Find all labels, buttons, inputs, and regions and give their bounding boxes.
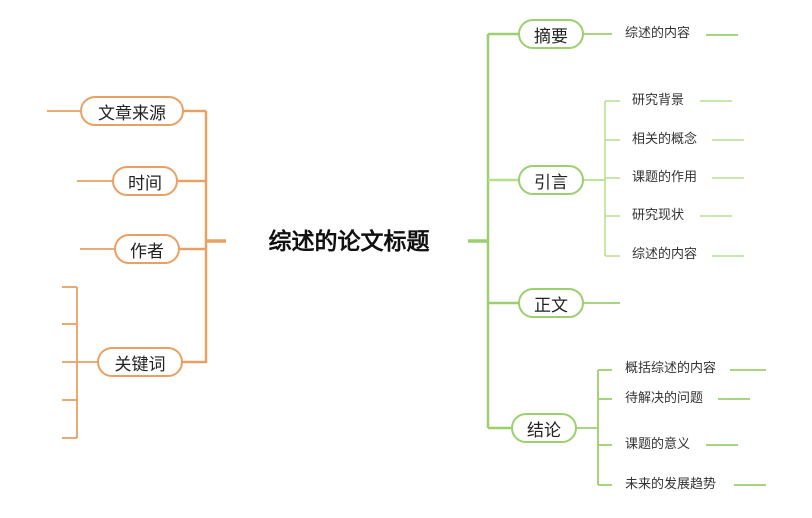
node-article-source[interactable]: 文章来源 [80, 96, 184, 126]
leaf-future-trends: 未来的发展趋势 [625, 477, 717, 492]
leaf-related-concepts: 相关的概念 [632, 132, 698, 147]
node-introduction[interactable]: 引言 [518, 165, 584, 195]
leaf-topic-role: 课题的作用 [632, 170, 698, 185]
leaf-research-status: 研究现状 [632, 208, 685, 223]
leaf-research-background: 研究背景 [632, 93, 685, 108]
left-connectors [47, 109, 226, 439]
leaf-abstract-content: 综述的内容 [625, 26, 691, 41]
node-abstract[interactable]: 摘要 [518, 19, 584, 49]
node-time[interactable]: 时间 [112, 166, 178, 196]
leaf-topic-significance: 课题的意义 [625, 437, 691, 452]
node-author[interactable]: 作者 [114, 234, 180, 264]
node-conclusion[interactable]: 结论 [511, 413, 577, 443]
right-connectors [468, 32, 766, 486]
leaf-open-problems: 待解决的问题 [625, 391, 704, 406]
node-keywords[interactable]: 关键词 [97, 347, 183, 377]
leaf-intro-review-content: 综述的内容 [632, 247, 698, 262]
leaf-summarize-content: 概括综述的内容 [625, 361, 717, 376]
node-body[interactable]: 正文 [518, 288, 584, 318]
central-title: 综述的论文标题 [268, 229, 430, 255]
intro-connectors [604, 100, 744, 257]
